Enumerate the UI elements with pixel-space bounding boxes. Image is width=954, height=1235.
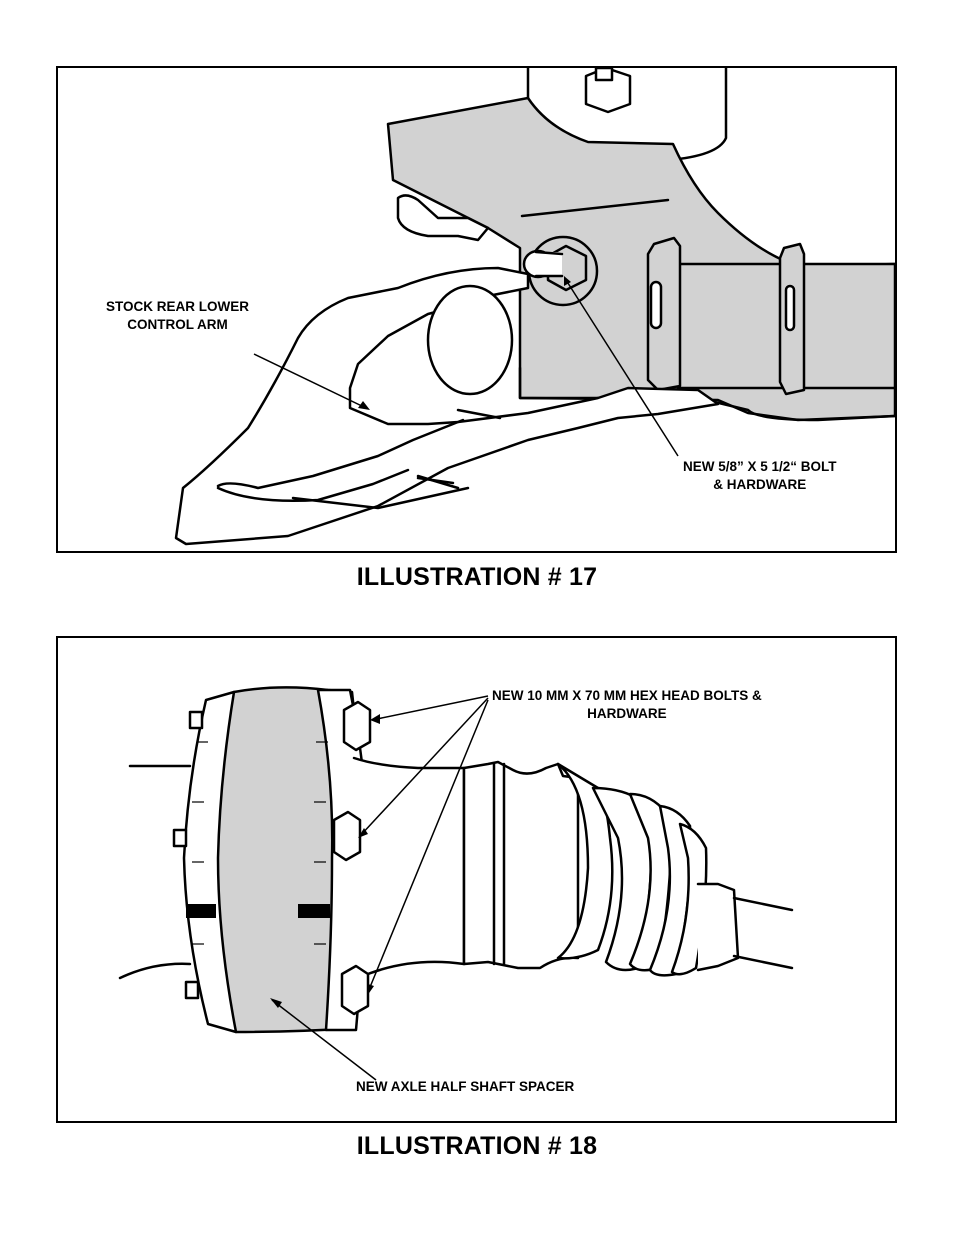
callout-hex-bolts: NEW 10 MM X 70 MM HEX HEAD BOLTS & HARDW… bbox=[492, 687, 762, 723]
arrowhead-bolt bbox=[564, 276, 571, 286]
control-arm bbox=[174, 266, 720, 546]
callout-hex-bolts-line2: HARDWARE bbox=[587, 706, 667, 721]
arrowhead-bolts-2 bbox=[358, 828, 368, 838]
leader-spacer bbox=[271, 999, 377, 1081]
shaft-bottom-line bbox=[118, 962, 192, 980]
hex-bolt-3 bbox=[340, 964, 370, 1016]
callout-spacer: NEW AXLE HALF SHAFT SPACER bbox=[356, 1078, 574, 1096]
slot-left bbox=[649, 280, 663, 330]
callout-control-arm-line2: CONTROL ARM bbox=[127, 317, 228, 332]
callout-bolt: NEW 5/8” X 5 1/2“ BOLT & HARDWARE bbox=[683, 458, 837, 494]
band-left bbox=[186, 904, 216, 918]
leader-bolts-1 bbox=[371, 695, 489, 721]
callout-bolt-line1: NEW 5/8” X 5 1/2“ BOLT bbox=[683, 459, 837, 474]
arrowhead-bolts-3 bbox=[367, 984, 374, 996]
leader-bolts-3 bbox=[367, 699, 489, 993]
caption-illustration-17: ILLUSTRATION # 17 bbox=[356, 563, 598, 591]
caption-illustration-18: ILLUSTRATION # 18 bbox=[356, 1132, 598, 1160]
bracket-flange bbox=[518, 366, 895, 422]
boot-neck bbox=[696, 882, 740, 972]
boot-rib-1 bbox=[556, 762, 614, 960]
slot-right bbox=[784, 284, 796, 332]
hex-bolt-2 bbox=[332, 810, 362, 862]
illustration-18-drawing bbox=[118, 686, 794, 1081]
leader-bolts-2 bbox=[359, 697, 489, 837]
arrowhead-spacer bbox=[270, 998, 282, 1008]
callout-control-arm: STOCK REAR LOWER CONTROL ARM bbox=[106, 298, 249, 334]
band-right bbox=[298, 904, 330, 918]
arm-opening bbox=[426, 284, 514, 396]
rear-hardware bbox=[396, 194, 490, 242]
illustration-17-frame bbox=[56, 66, 897, 553]
callout-spacer-line1: NEW AXLE HALF SHAFT SPACER bbox=[356, 1079, 575, 1094]
hex-bolt-1 bbox=[342, 700, 372, 752]
arrowhead-bolts-1 bbox=[370, 714, 380, 724]
post-bolt-end bbox=[594, 68, 614, 82]
leader-control-arm bbox=[253, 353, 367, 409]
leader-bolt bbox=[565, 279, 679, 457]
cv-housing bbox=[352, 756, 466, 980]
callout-hex-bolts-line1: NEW 10 MM X 70 MM HEX HEAD BOLTS & bbox=[492, 688, 762, 703]
arrowhead-control-arm bbox=[358, 401, 370, 410]
illustration-18-frame bbox=[56, 636, 897, 1123]
illustration-17-drawing bbox=[174, 68, 895, 546]
output-shaft-bottom bbox=[732, 954, 794, 970]
cv-joint bbox=[462, 760, 580, 970]
callout-control-arm-line1: STOCK REAR LOWER bbox=[106, 299, 250, 314]
boot-rib-5 bbox=[670, 822, 708, 976]
callout-bolt-line2: & HARDWARE bbox=[713, 477, 807, 492]
output-shaft-top bbox=[732, 896, 794, 912]
